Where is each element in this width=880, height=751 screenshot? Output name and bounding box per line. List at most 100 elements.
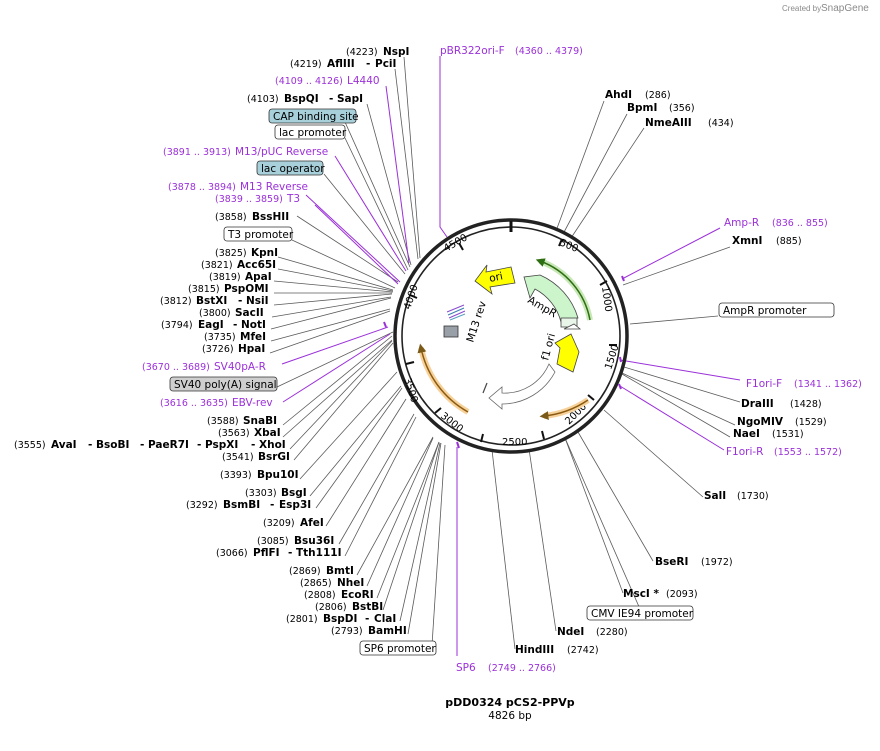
bsu36i-label[interactable]: Bsu36I (294, 535, 334, 547)
ndei-position: (2280) (596, 627, 628, 638)
bsobi-label[interactable]: BsoBI (96, 439, 129, 451)
afliii-label[interactable]: AflIII (327, 58, 355, 70)
ahdi-label[interactable]: AhdI (605, 89, 632, 101)
acc65i-label[interactable]: Acc65I (237, 259, 276, 271)
sali-label[interactable]: SalI (704, 490, 726, 502)
xhoi-label[interactable]: XhoI (259, 439, 286, 451)
m13puc-reverse-label[interactable]: M13/pUC Reverse (235, 146, 328, 158)
bstxi-label[interactable]: BstXI (196, 295, 227, 307)
bpu10i-label[interactable]: Bpu10I (257, 469, 299, 481)
sapi-label[interactable]: SapI (337, 93, 363, 105)
bstbi-label[interactable]: BstBI (352, 601, 383, 613)
snabi-label[interactable]: SnaBI (243, 415, 277, 427)
mfei-label[interactable]: MfeI (240, 331, 266, 343)
pspxi-label[interactable]: PspXI (205, 439, 238, 451)
bpmi-label[interactable]: BpmI (627, 102, 657, 114)
apai-label[interactable]: ApaI (245, 271, 272, 283)
nsii-label[interactable]: NsiI (246, 295, 269, 307)
cmv-ie94-promoter-box[interactable] (586, 605, 694, 621)
draiii-label[interactable]: DraIII (741, 398, 774, 410)
kpni-label[interactable]: KpnI (251, 247, 278, 259)
sv40-polya-feature[interactable] (443, 325, 459, 338)
pspomi-label[interactable]: PspOMI (224, 283, 269, 295)
tth111i-label[interactable]: Tth111I (296, 547, 341, 559)
lac-promoter-box[interactable] (274, 124, 346, 140)
avai-label[interactable]: AvaI (51, 439, 77, 451)
f1ori-f-label[interactable]: F1ori-F (746, 378, 782, 390)
f1ori-r-label[interactable]: F1ori-R (726, 446, 763, 458)
bpu10i-position: (3393) (220, 470, 252, 481)
nmeaiii-label[interactable]: NmeAIII (645, 117, 692, 129)
nhei-label[interactable]: NheI (337, 577, 364, 589)
pbr322ori-f-label[interactable]: pBR322ori-F (440, 45, 505, 57)
bseri-label[interactable]: BseRI (655, 556, 688, 568)
backbone-outer (393, 218, 629, 454)
acc65i-position: (3821) (201, 260, 233, 271)
ori-label: ori (488, 270, 504, 285)
naei-label[interactable]: NaeI (733, 428, 760, 440)
m13puc-reverse-position: (3891 .. 3913) (163, 147, 231, 158)
bsshii-label[interactable]: BssHII (252, 211, 289, 223)
tick-1500: 1500 (603, 343, 621, 371)
m13-reverse-position: (3878 .. 3894) (168, 182, 236, 193)
ecori-label[interactable]: EcoRI (341, 589, 374, 601)
pcii-label[interactable]: PciI (375, 58, 396, 70)
noti-label[interactable]: NotI (241, 319, 266, 331)
l4440-label[interactable]: L4440 (347, 75, 380, 87)
xbai-label[interactable]: XbaI (254, 427, 281, 439)
afei-label[interactable]: AfeI (300, 517, 324, 529)
bsmbi-label[interactable]: BsmBI (223, 499, 260, 511)
bsobi-dash: - (88, 439, 92, 451)
hpai-label[interactable]: HpaI (238, 343, 265, 355)
ampr-promoter-box[interactable] (718, 302, 835, 318)
bamhi-label[interactable]: BamHI (368, 625, 407, 637)
paer7i-dash: - (140, 439, 144, 451)
xmni-label[interactable]: XmnI (732, 235, 762, 247)
plasmid-name: pDD0324 pCS2-PPVp (445, 696, 575, 709)
pbr322ori-f-position: (4360 .. 4379) (515, 46, 583, 57)
afei-position: (3209) (263, 518, 295, 529)
ngomiv-label[interactable]: NgoMIV (737, 416, 784, 428)
cds-feature[interactable] (488, 363, 556, 410)
paer7i-label[interactable]: PaeR7I (148, 439, 189, 451)
bspdi-label[interactable]: BspDI (323, 613, 357, 625)
pspxi-dash: - (197, 439, 201, 451)
bseri-position: (1972) (701, 557, 733, 568)
msci-label[interactable]: MscI * (623, 588, 659, 600)
hindiii-label[interactable]: HindIII (515, 644, 554, 656)
sv40-polya-signal-box[interactable] (169, 376, 278, 392)
bsgi-label[interactable]: BsgI (281, 487, 307, 499)
eagi-label[interactable]: EagI (198, 319, 224, 331)
bspqi-label[interactable]: BspQI (284, 93, 319, 105)
clai-label[interactable]: ClaI (374, 613, 396, 625)
bstbi-position: (2806) (315, 602, 347, 613)
bsu36i-position: (3085) (257, 536, 289, 547)
sacii-label[interactable]: SacII (235, 307, 264, 319)
eagi-position: (3794) (161, 320, 193, 331)
clai-dash: - (365, 613, 369, 625)
f1ori-feature[interactable] (554, 333, 580, 373)
amp-r-label[interactable]: Amp-R (724, 217, 759, 229)
sp6-label[interactable]: SP6 (456, 662, 476, 674)
avai-position: (3555) (14, 440, 46, 451)
esp3i-label[interactable]: Esp3I (279, 499, 311, 511)
cmv-track-arrow (539, 399, 589, 421)
lac-operator-box[interactable] (256, 160, 324, 176)
cap-binding-site-box[interactable] (268, 108, 357, 124)
bmti-label[interactable]: BmtI (326, 565, 354, 577)
pflfi-label[interactable]: PflFI (253, 547, 280, 559)
t3-promoter-box[interactable] (223, 226, 293, 242)
sp6-promoter-label: SP6 promoter (364, 643, 436, 655)
l4440-position: (4109 .. 4126) (275, 76, 343, 87)
sp6-promoter-box[interactable] (359, 640, 437, 656)
nspi-label[interactable]: NspI (383, 46, 409, 58)
feature-tick (482, 382, 488, 394)
ebv-rev-label[interactable]: EBV-rev (232, 397, 273, 409)
bsrgi-label[interactable]: BsrGI (258, 451, 290, 463)
ndei-label[interactable]: NdeI (557, 626, 584, 638)
sv40pa-r-label[interactable]: SV40pA-R (214, 361, 266, 373)
ori-feature[interactable] (474, 264, 516, 296)
apai-position: (3819) (209, 272, 241, 283)
t3-label[interactable]: T3 (286, 193, 300, 205)
m13-reverse-label[interactable]: M13 Reverse (240, 181, 308, 193)
